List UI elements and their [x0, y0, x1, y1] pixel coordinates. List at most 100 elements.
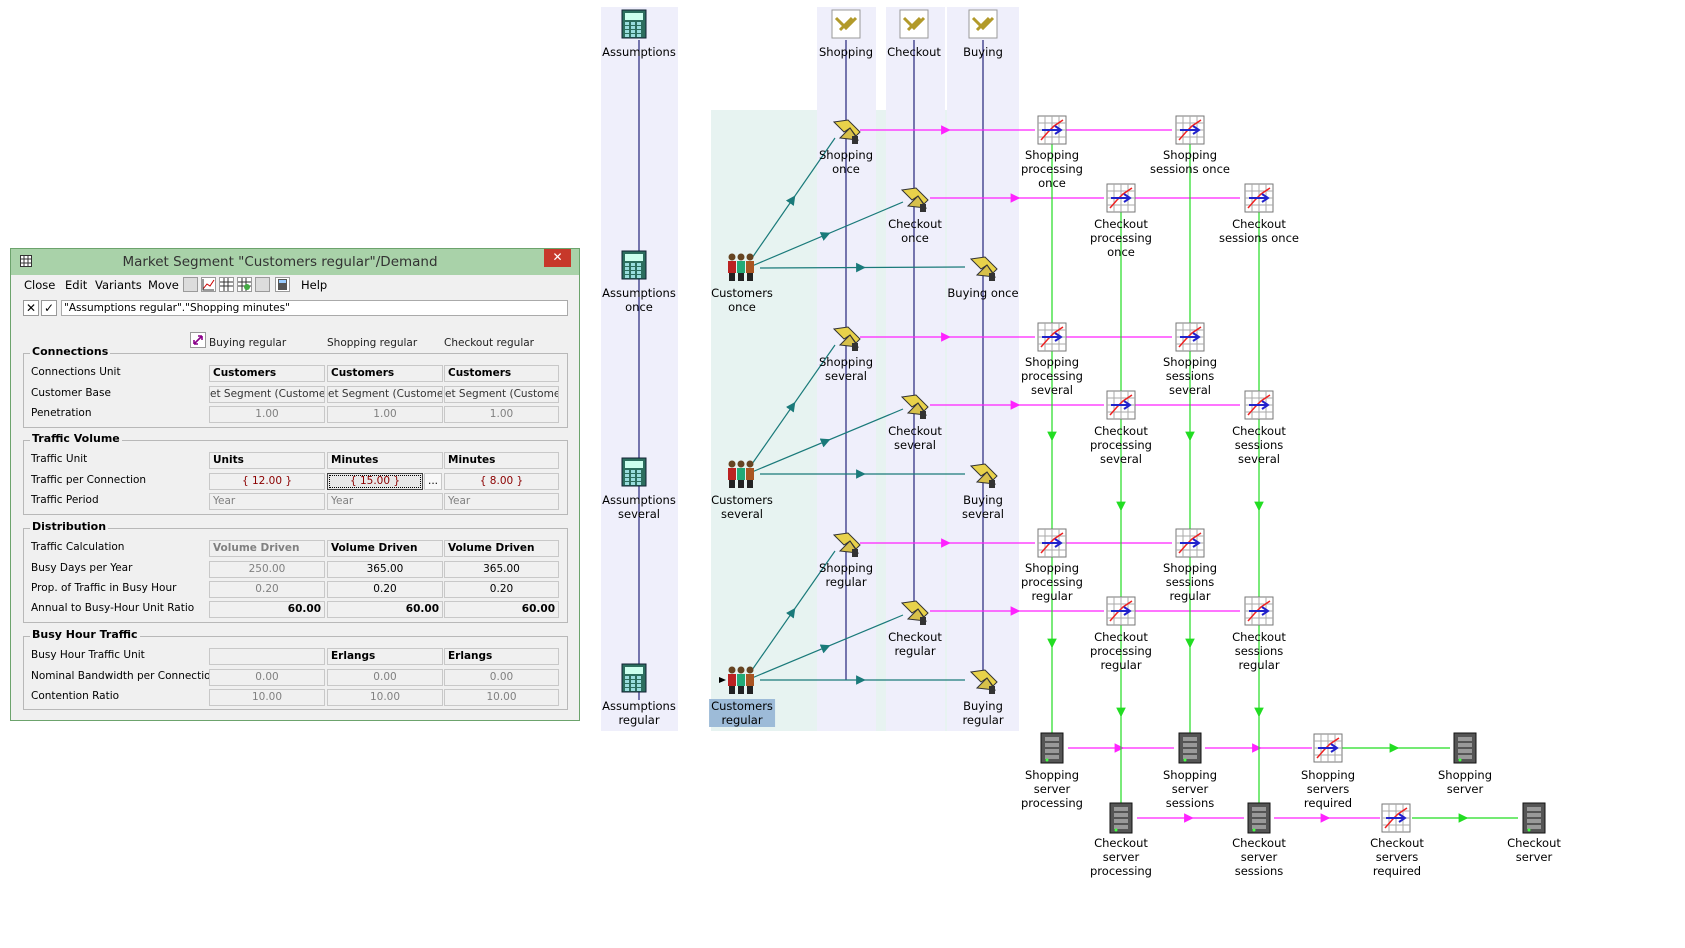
cell-busy-days[interactable]: 250.00: [209, 561, 325, 578]
node-label-buying-once[interactable]: Buying once: [947, 286, 1019, 300]
cell-busy-hour-unit[interactable]: Erlangs: [327, 648, 443, 665]
cell-annual-ratio[interactable]: 60.00: [327, 601, 443, 618]
grid-view-icon[interactable]: [237, 277, 252, 292]
cell-connections-unit[interactable]: Customers: [209, 365, 325, 382]
ellipsis-button[interactable]: ...: [424, 473, 442, 490]
cell-traffic-period[interactable]: Year: [209, 493, 325, 510]
cell-traffic-calculation[interactable]: Volume Driven: [209, 540, 325, 557]
edit-icon[interactable]: [183, 277, 198, 292]
cell-nominal-bandwidth[interactable]: 0.00: [209, 669, 325, 686]
cell-traffic-period[interactable]: Year: [327, 493, 443, 510]
close-window-button[interactable]: ✕: [544, 249, 571, 267]
cell-traffic-calculation[interactable]: Volume Driven: [327, 540, 443, 557]
cell-contention-ratio[interactable]: 10.00: [327, 689, 443, 706]
cell-annual-ratio[interactable]: 60.00: [209, 601, 325, 618]
cell-nominal-bandwidth[interactable]: 0.00: [444, 669, 559, 686]
cell-connections-unit[interactable]: Customers: [327, 365, 443, 382]
confirm-check-icon[interactable]: ✓: [41, 300, 57, 316]
cell-customer-base[interactable]: et Segment (Customers re: [444, 386, 559, 403]
cell-prop-busy-hour[interactable]: 0.20: [444, 581, 559, 598]
cell-annual-ratio[interactable]: 60.00: [444, 601, 559, 618]
node-label-buying[interactable]: Buying: [963, 45, 1003, 59]
menu-variants[interactable]: Variants: [95, 278, 142, 292]
cell-prop-busy-hour[interactable]: 0.20: [209, 581, 325, 598]
handshake-icon: [969, 256, 998, 281]
cell-traffic-per-connection-selected[interactable]: { 15.00 }: [327, 473, 423, 490]
cell-traffic-per-connection[interactable]: { 12.00 }: [209, 473, 325, 490]
filter-icon[interactable]: [255, 277, 270, 292]
formula-input[interactable]: "Assumptions regular"."Shopping minutes": [61, 300, 568, 316]
cell-traffic-unit[interactable]: Minutes: [327, 452, 443, 469]
group-traffic-volume: Traffic Volume: [23, 432, 568, 515]
cell-traffic-per-connection[interactable]: { 8.00 }: [444, 473, 559, 490]
node-label-shopping[interactable]: Shopping: [818, 45, 874, 59]
menu-help[interactable]: Help: [301, 278, 328, 292]
group-title: Busy Hour Traffic: [30, 628, 140, 641]
cell-prop-busy-hour[interactable]: 0.20: [327, 581, 443, 598]
cell-busy-hour-unit[interactable]: [209, 648, 325, 665]
cell-customer-base[interactable]: et Segment (Customers re: [209, 386, 325, 403]
chart-icon[interactable]: [201, 277, 216, 292]
cell-contention-ratio[interactable]: 10.00: [444, 689, 559, 706]
menu-edit[interactable]: Edit: [65, 278, 88, 292]
cell-busy-hour-unit[interactable]: Erlangs: [444, 648, 559, 665]
menu-move[interactable]: Move: [148, 278, 179, 292]
cell-nominal-bandwidth[interactable]: 0.00: [327, 669, 443, 686]
variant-arrow-icon[interactable]: [190, 332, 206, 348]
cell-penetration[interactable]: 1.00: [444, 406, 559, 423]
node-label-checkout[interactable]: Checkout: [887, 45, 941, 59]
cell-traffic-period[interactable]: Year: [444, 493, 559, 510]
node-label-assumptions[interactable]: Assumptions: [602, 45, 676, 59]
cell-customer-base[interactable]: et Segment (Customers re: [327, 386, 443, 403]
cell-connections-unit[interactable]: Customers: [444, 365, 559, 382]
cell-busy-days[interactable]: 365.00: [327, 561, 443, 578]
cell-traffic-unit[interactable]: Minutes: [444, 452, 559, 469]
cell-traffic-calculation[interactable]: Volume Driven: [444, 540, 559, 557]
cell-traffic-unit[interactable]: Units: [209, 452, 325, 469]
cell-contention-ratio[interactable]: 10.00: [209, 689, 325, 706]
cell-penetration[interactable]: 1.00: [327, 406, 443, 423]
cell-busy-days[interactable]: 365.00: [444, 561, 559, 578]
table-icon[interactable]: [219, 277, 234, 292]
calculator-icon[interactable]: [275, 277, 290, 292]
cell-penetration[interactable]: 1.00: [209, 406, 325, 423]
menu-close[interactable]: Close: [24, 278, 56, 292]
title-bar[interactable]: Market Segment "Customers regular"/Deman…: [11, 249, 579, 275]
cancel-icon[interactable]: ✕: [23, 300, 39, 316]
